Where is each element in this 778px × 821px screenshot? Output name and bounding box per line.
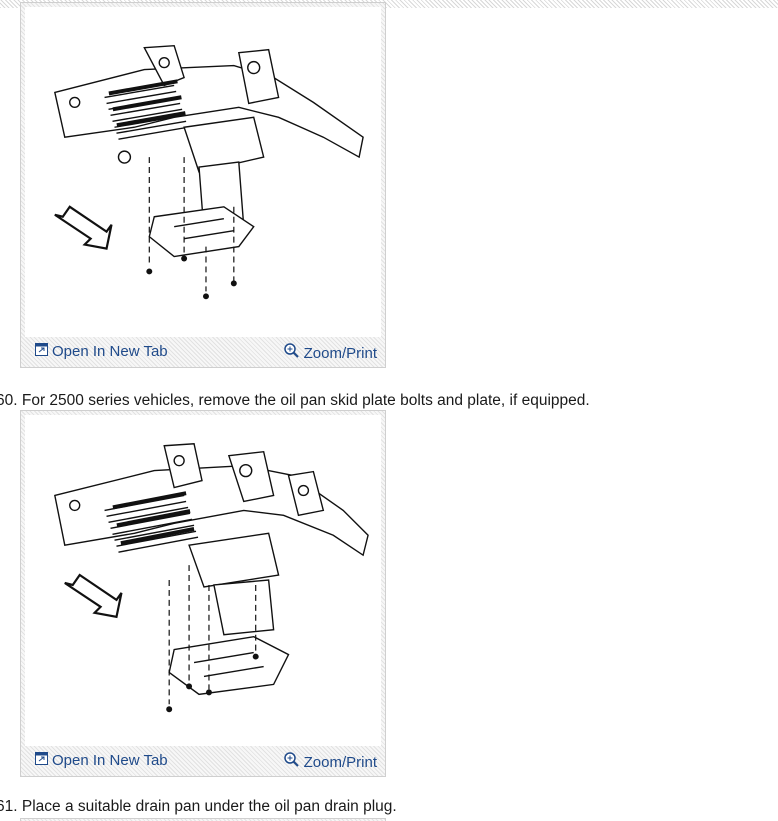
- open-new-tab-icon: [35, 343, 48, 360]
- frame-drawing-1: [54, 44, 364, 300]
- open-in-new-tab-label: Open In New Tab: [52, 343, 168, 360]
- step-number: 61.: [0, 798, 18, 815]
- zoom-print-label: Zoom/Print: [303, 753, 377, 771]
- step-60: 60. For 2500 series vehicles, remove the…: [0, 392, 590, 410]
- previous-figure-edge: [0, 0, 778, 8]
- zoom-print-link[interactable]: Zoom/Print: [283, 343, 377, 363]
- figure-2-links: Open In New Tab Zoom/Print: [21, 746, 385, 776]
- open-in-new-tab-link[interactable]: Open In New Tab: [35, 343, 168, 360]
- step-number: 60.: [0, 392, 18, 409]
- figure-card-1: Open In New Tab Zoom/Print: [20, 2, 386, 368]
- figure-1-links: Open In New Tab Zoom/Print: [21, 337, 385, 367]
- zoom-print-label: Zoom/Print: [303, 344, 377, 362]
- step-text: Place a suitable drain pan under the oil…: [21, 798, 397, 815]
- open-in-new-tab-label: Open In New Tab: [52, 752, 168, 769]
- magnifier-plus-icon: [283, 343, 300, 363]
- figure-card-2: Open In New Tab Zoom/Print: [20, 410, 386, 777]
- zoom-print-link[interactable]: Zoom/Print: [283, 752, 377, 772]
- frame-skid-plate-illustration-1[interactable]: [25, 7, 381, 337]
- open-in-new-tab-link[interactable]: Open In New Tab: [35, 752, 168, 769]
- step-text: For 2500 series vehicles, remove the oil…: [21, 392, 590, 409]
- frame-drawing-2: [54, 443, 369, 713]
- open-new-tab-icon: [35, 752, 48, 769]
- next-figure-edge: [20, 818, 386, 821]
- step-61: 61. Place a suitable drain pan under the…: [0, 798, 397, 816]
- magnifier-plus-icon: [283, 752, 300, 772]
- frame-skid-plate-illustration-2[interactable]: [25, 415, 381, 746]
